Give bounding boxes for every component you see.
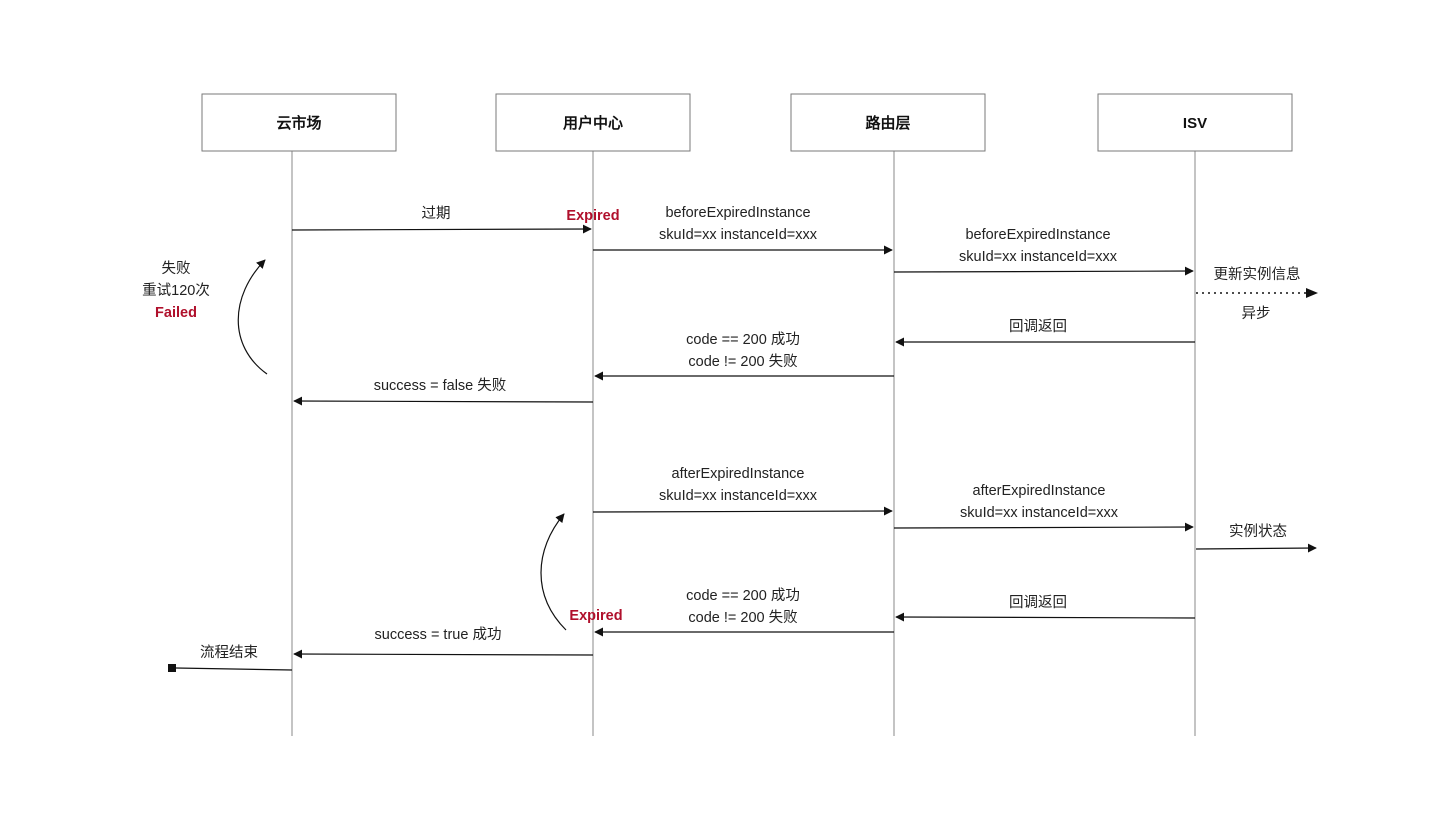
label-instance-state: 实例状态 xyxy=(1229,523,1287,540)
arrow-before-call-2 xyxy=(893,266,1194,276)
note-retry-count: 重试120次 xyxy=(142,282,210,299)
actor-isv: ISV xyxy=(1097,93,1293,152)
retry-loop-arrow xyxy=(237,259,268,375)
expired-loop-arrow xyxy=(540,513,567,631)
label-flow-end: 流程结束 xyxy=(200,644,258,661)
actor-label-cloud-market: 云市场 xyxy=(276,114,321,132)
arrow-instance-state xyxy=(1195,543,1317,553)
label-success-false: success = false 失败 xyxy=(374,377,507,394)
label-code-success-2: code == 200 成功 xyxy=(686,587,800,604)
label-after-call-1a: afterExpiredInstance xyxy=(672,466,805,482)
arrow-success-true xyxy=(293,649,594,659)
actor-label-routing-layer: 路由层 xyxy=(865,114,910,132)
arrow-success-false xyxy=(293,396,594,406)
label-callback-return-2: 回调返回 xyxy=(1009,594,1067,611)
actor-label-user-center: 用户中心 xyxy=(563,114,623,132)
actor-user-center: 用户中心 xyxy=(495,93,691,152)
arrowhead-async-update xyxy=(1306,288,1318,298)
label-before-call-2b: skuId=xx instanceId=xxx xyxy=(959,249,1118,265)
actor-routing-layer: 路由层 xyxy=(790,93,986,152)
label-callback-return-1: 回调返回 xyxy=(1009,318,1067,335)
actor-label-isv: ISV xyxy=(1183,115,1207,132)
arrow-after-call-2 xyxy=(893,522,1194,532)
label-after-call-1b: skuId=xx instanceId=xxx xyxy=(659,488,818,504)
label-after-call-2a: afterExpiredInstance xyxy=(973,483,1106,499)
arrow-after-call-1 xyxy=(592,506,893,516)
label-expire: 过期 xyxy=(422,205,451,222)
label-after-call-2b: skuId=xx instanceId=xxx xyxy=(960,505,1119,521)
label-async: 异步 xyxy=(1242,305,1271,322)
actor-cloud-market: 云市场 xyxy=(201,93,397,152)
label-before-call-1a: beforeExpiredInstance xyxy=(665,205,810,221)
note-expired-1: Expired xyxy=(566,208,619,224)
label-code-fail-2: code != 200 失败 xyxy=(688,609,797,626)
line-flow-end xyxy=(175,667,293,671)
note-failed: Failed xyxy=(155,305,197,321)
label-code-fail-1: code != 200 失败 xyxy=(688,353,797,370)
label-update-instance: 更新实例信息 xyxy=(1214,266,1301,283)
note-expired-2: Expired xyxy=(569,608,622,624)
arrow-expire xyxy=(291,224,592,234)
label-success-true: success = true 成功 xyxy=(375,626,502,643)
label-code-success-1: code == 200 成功 xyxy=(686,331,800,348)
note-retry-fail: 失败 xyxy=(162,260,191,277)
arrow-callback-return-2 xyxy=(895,612,1196,622)
label-before-call-2a: beforeExpiredInstance xyxy=(965,227,1110,243)
flow-end-terminal-icon xyxy=(168,664,176,672)
label-before-call-1b: skuId=xx instanceId=xxx xyxy=(659,227,818,243)
